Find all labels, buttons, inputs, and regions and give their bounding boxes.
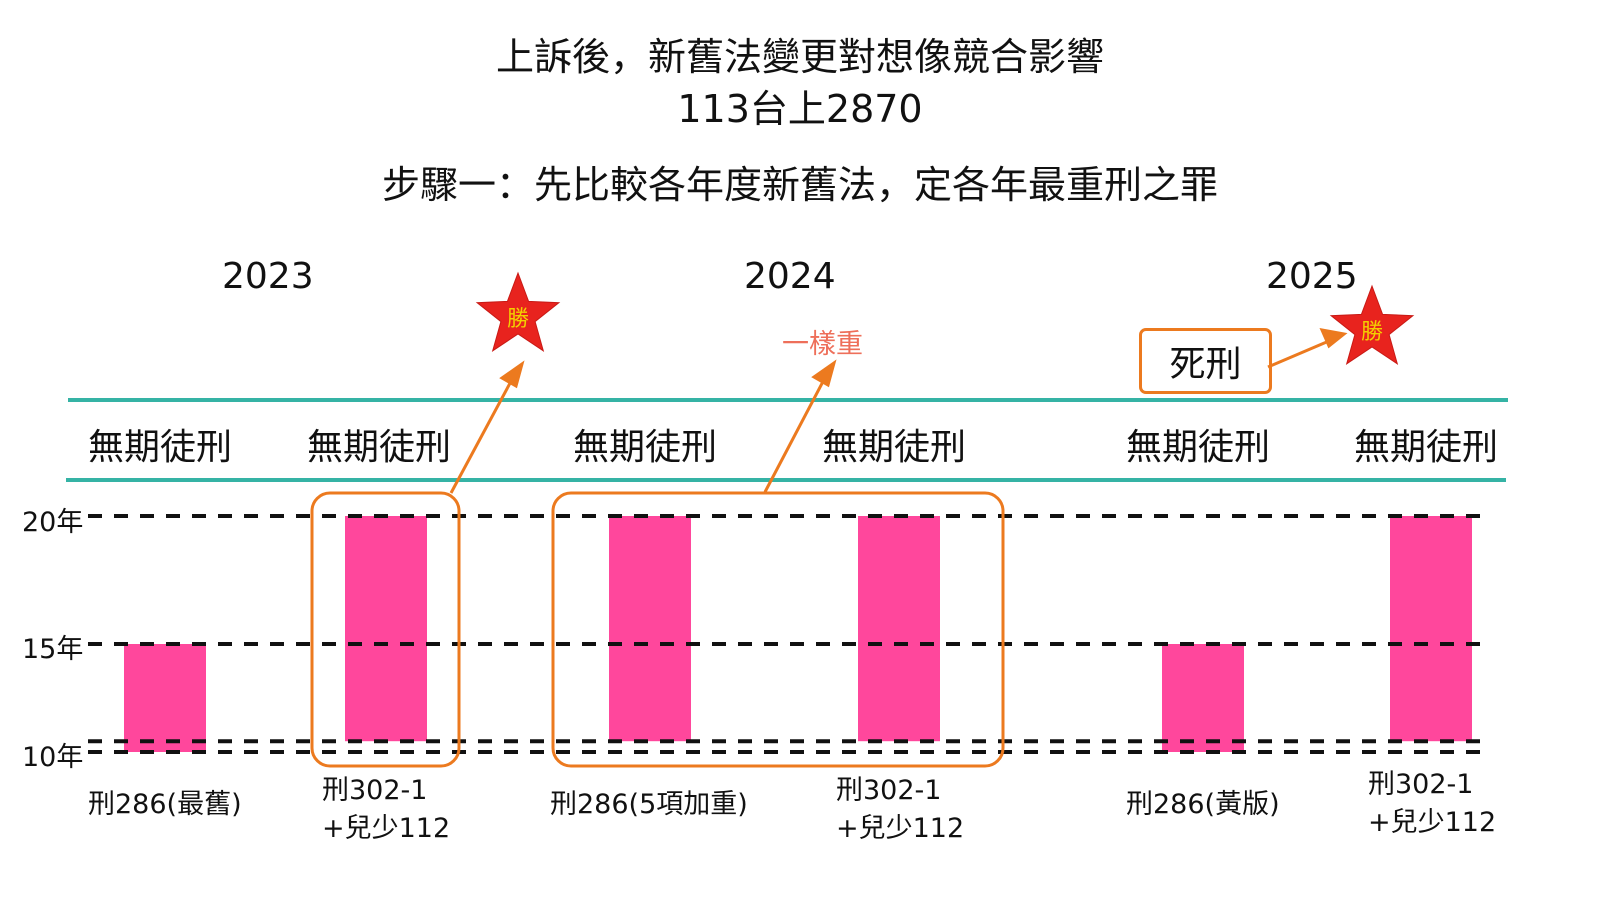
y-tick-label-10: 10年: [22, 742, 84, 773]
title-line-2: 113台上2870: [677, 87, 923, 131]
law-label-line: 刑286(黃版): [1126, 789, 1280, 820]
arrow-head-icon: [811, 359, 837, 388]
law-label: 刑302-1 +兒少112: [322, 772, 450, 848]
subtitle: 步驟一：先比較各年度新舊法，定各年最重刑之罪: [381, 163, 1218, 207]
sentence-range-bar: [609, 516, 691, 742]
same-weight-note: 一樣重: [782, 329, 863, 360]
law-label-line: +兒少112: [1368, 807, 1497, 838]
law-label-line: 刑302-1: [1368, 769, 1474, 800]
law-label: 刑302-1 +兒少112: [836, 772, 964, 848]
sentence-range-bar: [345, 516, 427, 742]
highlight-box-2023: [310, 491, 461, 768]
law-label-line: 刑302-1: [322, 775, 428, 806]
title-line-1: 上訴後，新舊法變更對想像競合影響: [495, 35, 1104, 79]
law-label-line: +兒少112: [836, 813, 965, 844]
law-label: 刑286(5項加重): [550, 786, 748, 824]
win-star-icon: 勝: [1329, 284, 1415, 365]
death-penalty-box: 死刑: [1139, 328, 1272, 394]
y-tick-label-20: 20年: [22, 507, 84, 538]
law-label: 刑286(最舊): [88, 786, 242, 824]
arrow-2024-same: [763, 371, 830, 493]
law-label-line: +兒少112: [322, 813, 451, 844]
arrow-head-icon: [499, 360, 525, 389]
upper-sentence-label: 無期徒刑: [307, 427, 452, 468]
upper-sentence-label: 無期徒刑: [1126, 427, 1271, 468]
sentence-range-bar: [1162, 644, 1244, 752]
arrow-2025-win: [1267, 336, 1337, 369]
win-badge-text: 勝: [1361, 320, 1383, 345]
law-label-line: 刑302-1: [836, 775, 942, 806]
year-label-2023: 2023: [222, 256, 314, 297]
law-label-line: 刑286(5項加重): [550, 789, 748, 820]
year-label-2024: 2024: [744, 256, 836, 297]
y-tick-label-15: 15年: [22, 634, 84, 665]
highlight-box-2024: [551, 491, 1005, 768]
law-label-line: 刑286(最舊): [88, 789, 242, 820]
gridlines-group: [88, 514, 1482, 754]
arrow-head-icon: [1319, 328, 1348, 349]
death-penalty-label: 死刑: [1169, 344, 1242, 385]
upper-sentence-label: 無期徒刑: [822, 427, 967, 468]
sentence-range-bar: [1390, 516, 1472, 742]
win-star-icon: 勝: [475, 271, 561, 352]
upper-sentence-label: 無期徒刑: [573, 427, 718, 468]
law-label: 刑302-1 +兒少112: [1368, 766, 1496, 842]
bars-group: [124, 516, 1472, 752]
sentence-range-bar: [124, 644, 206, 752]
win-badge-text: 勝: [507, 307, 529, 332]
year-label-2025: 2025: [1266, 256, 1358, 297]
sentence-range-bar: [858, 516, 940, 742]
law-label: 刑286(黃版): [1126, 786, 1280, 824]
upper-sentence-label: 無期徒刑: [1354, 427, 1499, 468]
arrow-2023-win: [449, 371, 518, 494]
upper-sentence-label: 無期徒刑: [88, 427, 233, 468]
